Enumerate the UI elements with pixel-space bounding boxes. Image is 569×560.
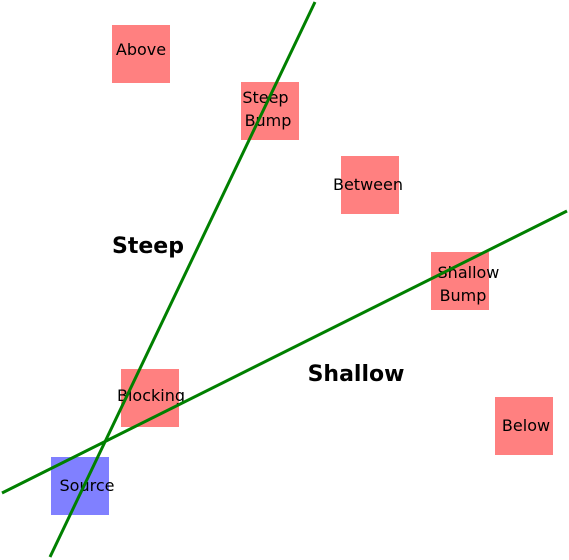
cell-blocking-box — [121, 369, 179, 427]
steep-line — [48, 1, 317, 558]
cell-shallow-bump-label-line-2: Bump — [440, 286, 487, 305]
cell-source: Source — [51, 457, 114, 515]
cell-steep-bump-box — [241, 82, 299, 140]
cell-source-box — [51, 457, 109, 515]
cell-blocking: Blocking — [117, 369, 185, 427]
cell-shallow-bump-box — [431, 252, 489, 310]
cell-source-label: Source — [60, 476, 115, 495]
cell-between-box — [341, 156, 399, 214]
cell-below: Below — [495, 397, 553, 455]
shallow-line — [1, 209, 568, 495]
cell-above-label: Above — [116, 40, 166, 59]
cell-blocking-label: Blocking — [117, 386, 185, 405]
cell-below-label: Below — [502, 416, 550, 435]
steep-region-label: Steep — [112, 234, 184, 259]
cell-between-label: Between — [333, 175, 403, 194]
cell-above: Above — [112, 25, 170, 83]
cell-above-box — [112, 25, 170, 83]
cell-steep-bump-label-line-1: Steep — [242, 88, 288, 107]
cell-between: Between — [333, 156, 403, 214]
cell-below-box — [495, 397, 553, 455]
cell-steep-bump-label-line-2: Bump — [245, 111, 292, 130]
shallow-region-label: Shallow — [308, 362, 405, 387]
cell-steep-bump: Steep Bump — [241, 82, 299, 140]
cell-shallow-bump: Shallow Bump — [431, 252, 499, 310]
